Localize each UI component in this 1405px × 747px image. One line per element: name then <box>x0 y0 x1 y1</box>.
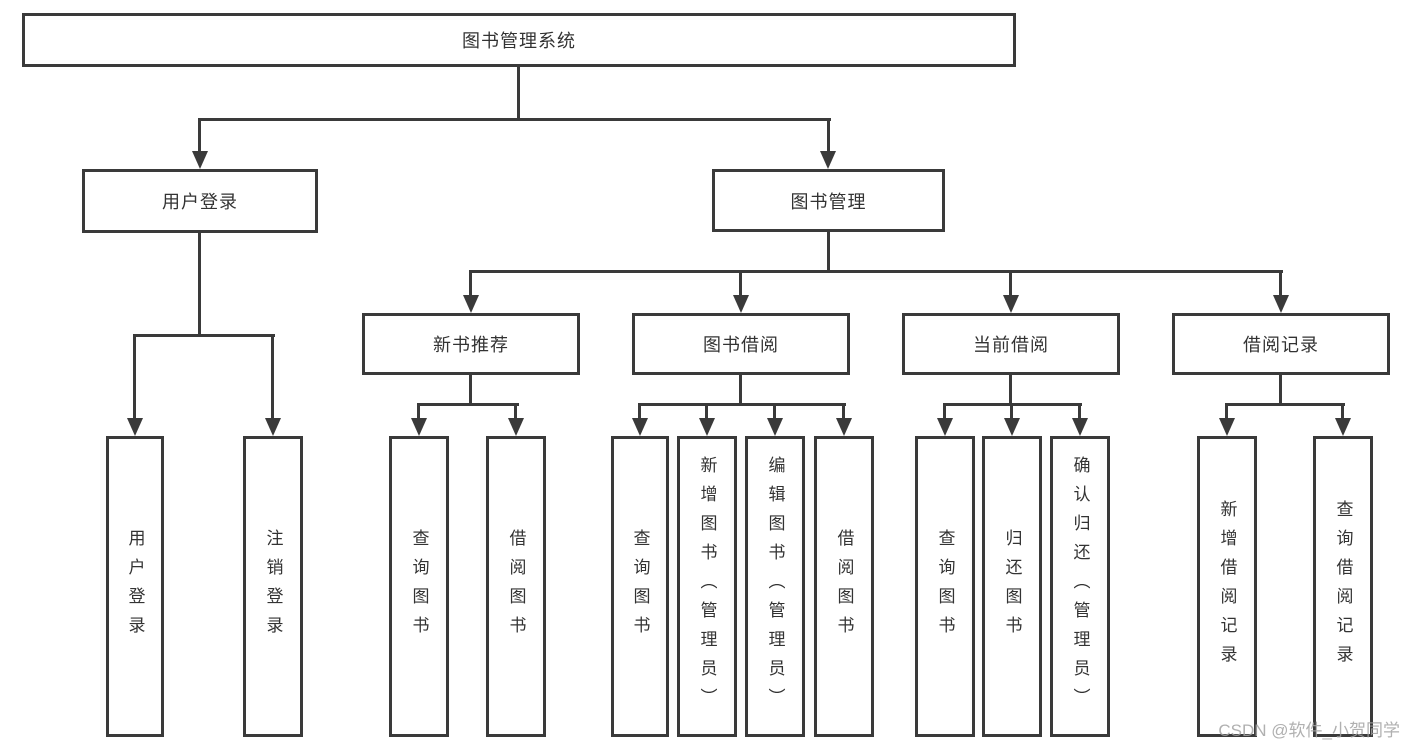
leaf-user-login: 用户登录 <box>106 436 164 737</box>
connector <box>517 67 520 120</box>
leaf-borrow-books-2: 借阅图书 <box>814 436 874 737</box>
leaf-query-borrow-record: 查询借阅记录 <box>1313 436 1373 737</box>
connector <box>1009 270 1012 298</box>
arrowhead <box>265 418 281 436</box>
connector <box>943 403 946 420</box>
connector <box>773 403 776 420</box>
leaf-query-books-2: 查询图书 <box>611 436 669 737</box>
arrowhead <box>508 418 524 436</box>
connector <box>827 232 830 273</box>
connector <box>1225 403 1345 406</box>
arrowhead <box>1072 418 1088 436</box>
leaf-borrow-books-1: 借阅图书 <box>486 436 546 737</box>
connector <box>1009 375 1012 406</box>
arrowhead <box>767 418 783 436</box>
arrowhead <box>1335 418 1351 436</box>
connector <box>417 403 420 420</box>
arrowhead <box>632 418 648 436</box>
node-book-management: 图书管理 <box>712 169 945 232</box>
connector <box>1078 403 1081 420</box>
connector <box>198 233 201 337</box>
arrowhead <box>127 418 143 436</box>
arrowhead <box>411 418 427 436</box>
connector <box>1279 375 1282 406</box>
arrowhead <box>836 418 852 436</box>
csdn-watermark: CSDN @软件_小贺同学 <box>1218 721 1400 740</box>
connector <box>133 334 275 337</box>
arrowhead <box>1219 418 1235 436</box>
arrowhead <box>1003 295 1019 313</box>
connector <box>842 403 845 420</box>
leaf-confirm-return-admin: 确认归还（管理员） <box>1050 436 1110 737</box>
node-current-borrowing: 当前借阅 <box>902 313 1120 375</box>
connector <box>514 403 517 420</box>
node-borrowing-records: 借阅记录 <box>1172 313 1390 375</box>
leaf-query-books-3: 查询图书 <box>915 436 975 737</box>
arrowhead <box>733 295 749 313</box>
connector <box>705 403 708 420</box>
leaf-add-book-admin: 新增图书（管理员） <box>677 436 737 737</box>
leaf-edit-book-admin: 编辑图书（管理员） <box>745 436 805 737</box>
arrowhead <box>1273 295 1289 313</box>
leaf-logout-login: 注销登录 <box>243 436 303 737</box>
connector <box>638 403 641 420</box>
connector <box>271 334 274 420</box>
arrowhead <box>192 151 208 169</box>
node-library-system: 图书管理系统 <box>22 13 1016 67</box>
node-new-book-recommend: 新书推荐 <box>362 313 580 375</box>
connector <box>198 118 201 153</box>
connector <box>827 118 830 153</box>
arrowhead <box>820 151 836 169</box>
connector <box>469 270 1283 273</box>
connector <box>638 403 846 406</box>
node-user-login: 用户登录 <box>82 169 318 233</box>
connector <box>739 270 742 298</box>
connector <box>198 118 831 121</box>
arrowhead <box>1004 418 1020 436</box>
leaf-query-books-1: 查询图书 <box>389 436 449 737</box>
connector <box>1225 403 1228 420</box>
arrowhead <box>699 418 715 436</box>
connector <box>133 334 136 420</box>
connector <box>1010 403 1013 420</box>
node-book-borrowing: 图书借阅 <box>632 313 850 375</box>
arrowhead <box>937 418 953 436</box>
leaf-return-books: 归还图书 <box>982 436 1042 737</box>
connector <box>1279 270 1282 298</box>
connector <box>469 270 472 298</box>
arrowhead <box>463 295 479 313</box>
connector <box>469 375 472 406</box>
leaf-add-borrow-record: 新增借阅记录 <box>1197 436 1257 737</box>
connector <box>739 375 742 406</box>
connector <box>1341 403 1344 420</box>
connector <box>417 403 519 406</box>
